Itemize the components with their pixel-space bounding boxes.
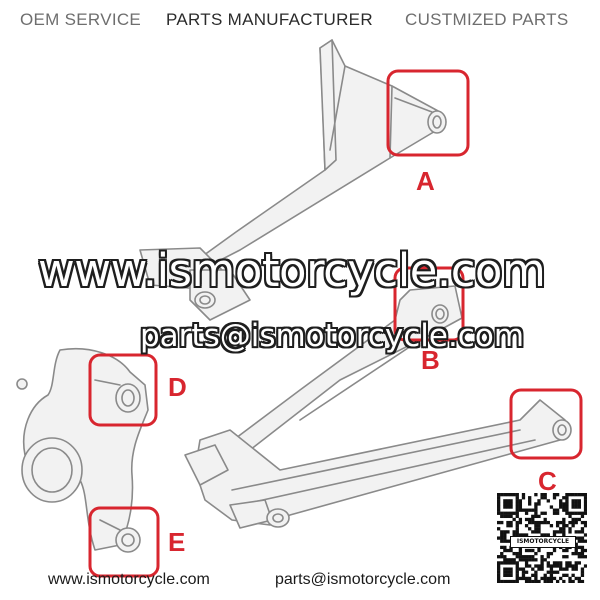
callout-box-d	[88, 353, 158, 427]
header-parts-manufacturer: PARTS MANUFACTURER	[166, 10, 373, 29]
header-customized-parts: CUSTMIZED PARTS	[405, 10, 569, 29]
callout-label-b: B	[421, 345, 440, 375]
watermark-email: parts@ismotorcycle.com	[140, 318, 525, 354]
upper-a-arm	[139, 39, 447, 321]
steering-knuckle	[16, 348, 149, 553]
qr-label: ISMOTORCYCLE	[510, 536, 576, 548]
callout-label-d: D	[168, 372, 187, 402]
callout-label-a: A	[416, 166, 435, 196]
callout-label-e: E	[168, 527, 186, 557]
callout-box-a	[386, 69, 470, 157]
footer-email: parts@ismotorcycle.com	[275, 571, 451, 588]
footer-website: www.ismotorcycle.com	[48, 571, 210, 588]
header-oem-service: OEM SERVICE	[20, 10, 142, 29]
callout-box-c	[509, 388, 583, 460]
callout-label-c: C	[538, 466, 557, 496]
lower-a-arm	[184, 285, 572, 529]
watermark-url: www.ismotorcycle.com	[38, 244, 546, 297]
callout-box-e	[88, 506, 160, 578]
callout-box-b	[393, 266, 465, 342]
header-bar: OEM SERVICE PARTS MANUFACTURER CUSTMIZED…	[0, 8, 600, 32]
